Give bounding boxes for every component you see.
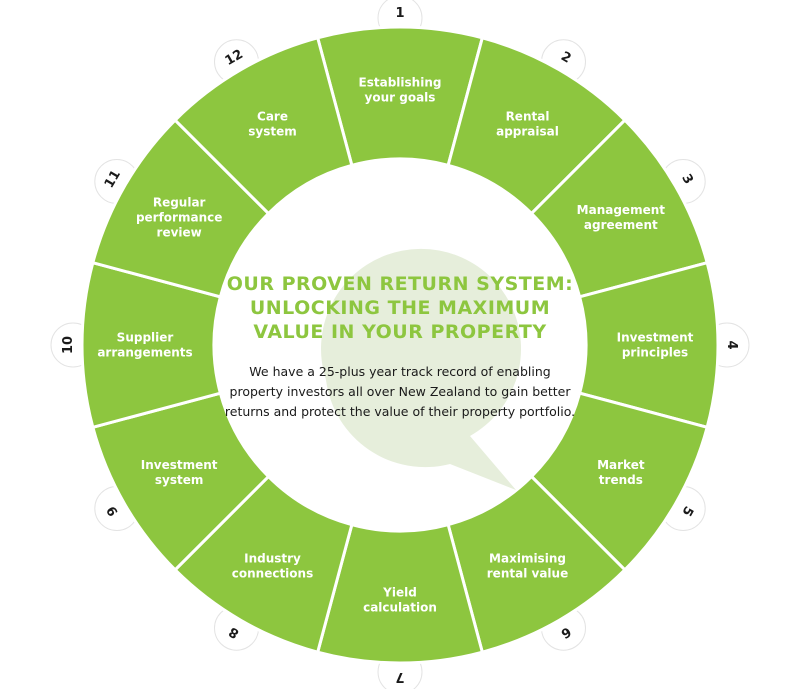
segment-number: 4: [724, 340, 739, 349]
center-title-line: OUR PROVEN RETURN SYSTEM:: [226, 273, 574, 295]
segment-number: 7: [395, 669, 404, 684]
center-title: OUR PROVEN RETURN SYSTEM: UNLOCKING THE …: [215, 272, 585, 344]
segment-ring: [80, 25, 720, 665]
segment-number: 1: [395, 6, 404, 21]
center-title-line: UNLOCKING THE MAXIMUM: [249, 297, 551, 319]
center-title-line: VALUE IN YOUR PROPERTY: [253, 321, 547, 343]
speech-bubble-icon: [321, 248, 522, 490]
speech-bubble-shape: [321, 248, 522, 490]
center-description: We have a 25-plus year track record of e…: [224, 364, 576, 419]
segment-number: 10: [61, 336, 76, 354]
